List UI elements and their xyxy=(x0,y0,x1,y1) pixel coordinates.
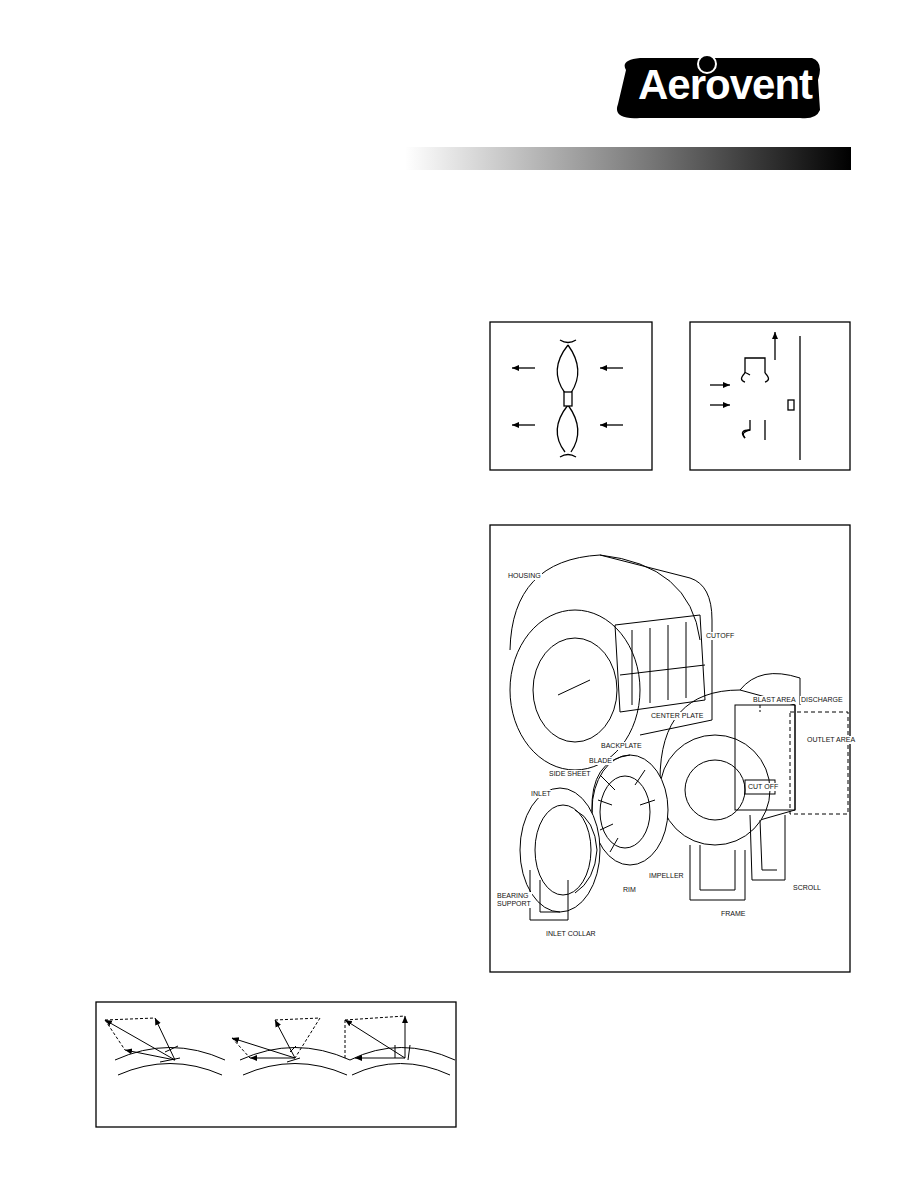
logo-text: Aerovent xyxy=(638,62,812,108)
header-bar xyxy=(405,147,851,170)
part-label: HOUSING xyxy=(507,572,542,580)
part-label: BLADE xyxy=(588,757,613,765)
part-label: SIDE SHEET xyxy=(548,770,592,778)
part-label: BLAST AREA xyxy=(752,696,797,704)
part-label: SCROLL xyxy=(792,884,822,892)
part-label: CUTOFF xyxy=(705,632,735,640)
logo-badge xyxy=(617,55,820,118)
exploded-fan-illustration xyxy=(490,525,850,972)
part-label: FRAME xyxy=(720,910,747,918)
part-label: DISCHARGE xyxy=(800,696,844,704)
part-label: RIM xyxy=(622,886,637,894)
axial-flow-figure xyxy=(490,322,652,470)
part-label: INLET xyxy=(530,790,552,798)
centrifugal-flow-figure xyxy=(690,322,850,470)
part-label: BEARING SUPPORT xyxy=(496,892,532,908)
velocity-diagrams xyxy=(96,1002,456,1127)
part-label: CUT OFF xyxy=(747,783,779,791)
part-label: INLET COLLAR xyxy=(545,930,597,938)
part-label: IMPELLER xyxy=(648,872,685,880)
part-label: CENTER PLATE xyxy=(650,712,704,720)
part-label: BACKPLATE xyxy=(600,742,643,750)
part-label: OUTLET AREA xyxy=(806,736,856,744)
